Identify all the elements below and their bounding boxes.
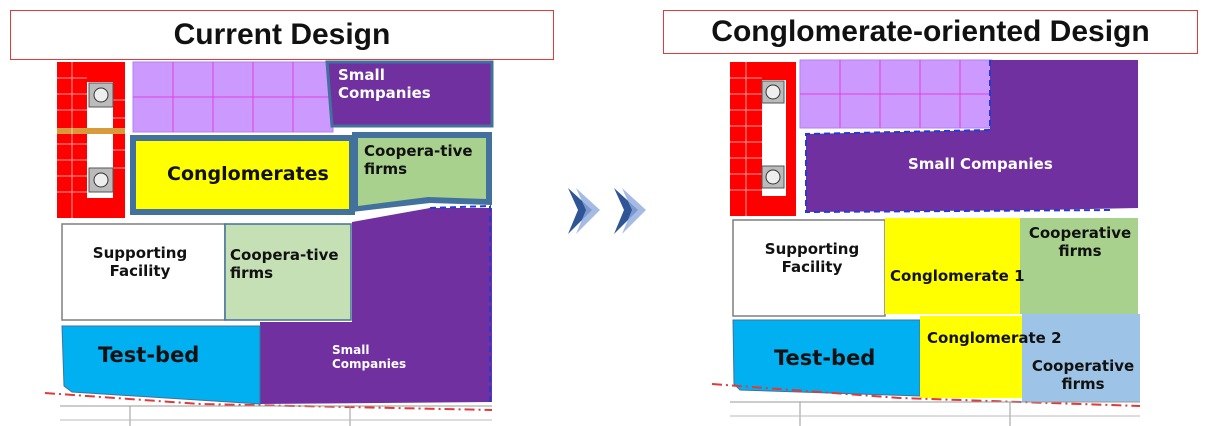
- left-parking: [57, 62, 125, 218]
- right-title-text: Conglomerate-oriented Design: [711, 15, 1150, 48]
- right-cooperative-2-zone: [1022, 314, 1140, 402]
- right-cooperative-1-label: Cooperative firms: [1028, 224, 1132, 260]
- left-conglomerates-zone: [136, 141, 349, 209]
- right-cooperative-1-zone: [1020, 218, 1138, 314]
- right-cooperative-2-label: Cooperative firms: [1031, 357, 1135, 393]
- right-test-bed-zone: [732, 319, 921, 397]
- left-test-bed-zone: [61, 325, 261, 405]
- right-parking: [730, 62, 796, 216]
- left-title: Current Design: [10, 10, 554, 60]
- right-supporting-zone: [732, 219, 886, 317]
- right-lavender-block: [799, 59, 993, 129]
- left-small-companies-bottom-zone: [260, 208, 492, 404]
- left-cooperative-mid-zone: [224, 223, 352, 321]
- left-road: [44, 392, 493, 426]
- left-cooperative-top-label: Coopera-tive firms: [364, 142, 473, 178]
- right-road: [711, 383, 1141, 426]
- right-supporting-label: Supporting Facility: [764, 240, 860, 276]
- right-small-companies-label: Small Companies: [908, 155, 1053, 173]
- right-conglomerate-1-label: Conglomerate 1: [890, 267, 1025, 285]
- right-title: Conglomerate-oriented Design: [663, 10, 1198, 54]
- left-cooperative-mid-label: Coopera-tive firms: [230, 246, 339, 282]
- right-conglomerate-2-label: Conglomerate 2: [927, 329, 1062, 347]
- right-test-bed-label: Test-bed: [774, 346, 876, 370]
- left-test-bed-label: Test-bed: [98, 343, 200, 367]
- left-cooperative-top-zone: [358, 138, 486, 206]
- left-supporting-label: Supporting Facility: [92, 244, 188, 280]
- right-conglomerate-1-zone: [885, 218, 1020, 314]
- right-conglomerate-2-zone: [920, 316, 1022, 398]
- left-supporting-zone: [61, 223, 226, 321]
- left-lavender-block: [132, 61, 334, 133]
- right-small-companies-zone: [806, 60, 1138, 212]
- left-small-companies-top-label: Small Companies: [338, 66, 431, 102]
- left-small-companies-top-zone: [325, 60, 494, 128]
- left-title-text: Current Design: [173, 18, 391, 51]
- left-small-companies-bottom-label: Small Companies: [332, 343, 407, 372]
- left-conglomerates-label: Conglomerates: [167, 163, 329, 185]
